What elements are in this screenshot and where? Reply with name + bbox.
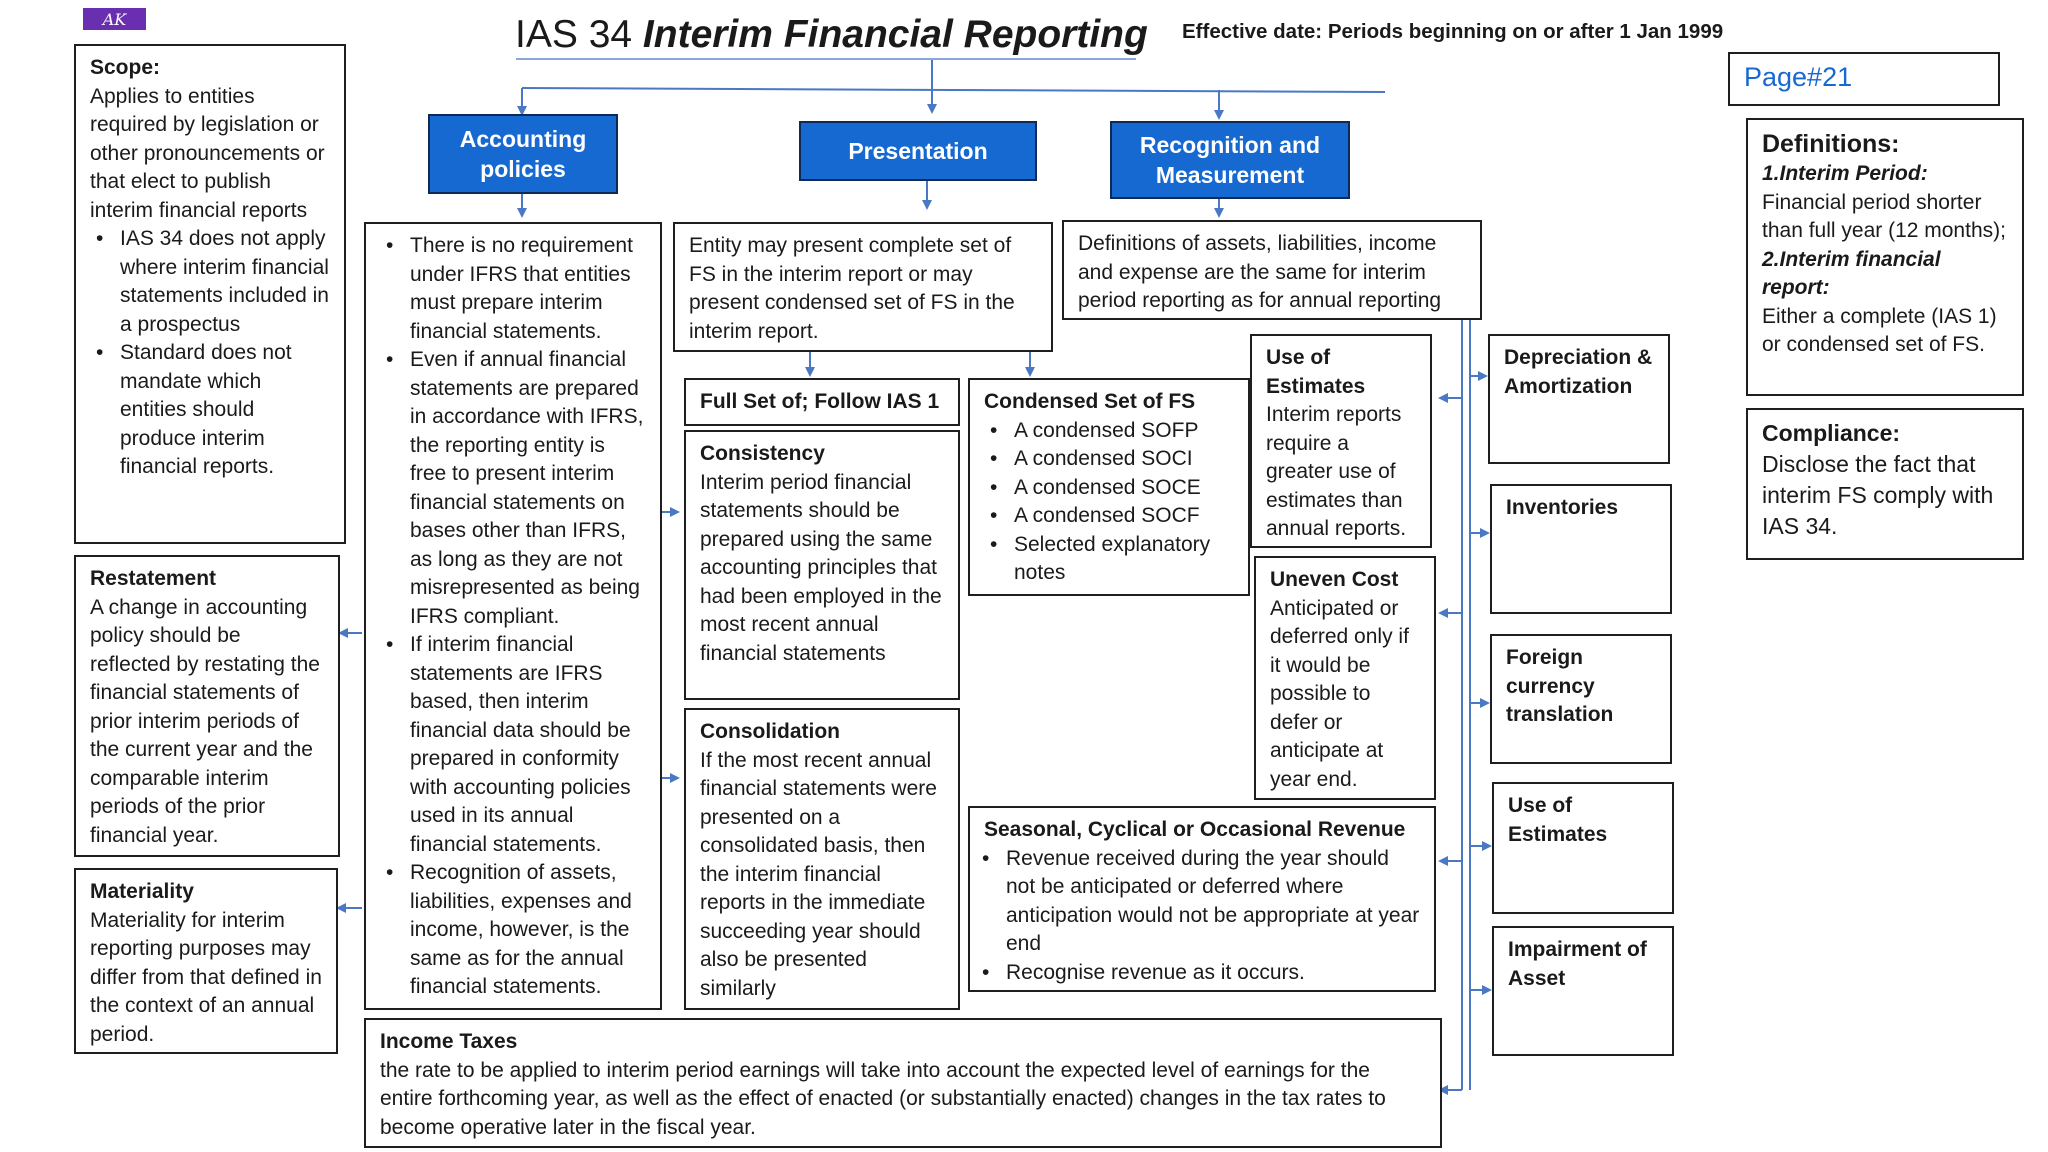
side-topic-label: Inventories xyxy=(1506,496,1619,519)
definition-term: 2.Interim financial report: xyxy=(1762,247,1941,300)
accounting-policy-bullet: Even if annual financial statements are … xyxy=(386,346,646,631)
consistency-heading: Consistency xyxy=(700,442,825,465)
consolidation-box: Consolidation If the most recent annual … xyxy=(684,708,960,1010)
use-of-estimates-box: Use of Estimates Interim reports require… xyxy=(1250,334,1432,548)
scope-text: Applies to entities required by legislat… xyxy=(90,84,325,222)
page-title: IAS 34 Interim Financial Reporting xyxy=(515,10,1148,60)
presentation-header: Presentation xyxy=(799,121,1037,181)
condensed-item: A condensed SOFP xyxy=(990,417,1234,446)
seasonal-bullet: Revenue received during the year should … xyxy=(982,845,1420,959)
income-taxes-box: Income Taxes the rate to be applied to i… xyxy=(364,1018,1442,1148)
side-topic-depreciation: Depreciation & Amortization xyxy=(1488,334,1670,464)
side-topic-label: Depreciation & Amortization xyxy=(1504,346,1653,398)
consolidation-heading: Consolidation xyxy=(700,720,840,743)
use-of-estimates-text: Interim reports require a greater use of… xyxy=(1266,403,1407,540)
side-topic-label: Foreign currency translation xyxy=(1506,646,1614,726)
scope-bullets: IAS 34 does not apply where interim fina… xyxy=(90,225,330,482)
recognition-box: Definitions of assets, liabilities, inco… xyxy=(1062,220,1482,320)
restatement-heading: Restatement xyxy=(90,567,217,590)
side-topic-use-of-estimates: Use of Estimates xyxy=(1492,782,1674,914)
effective-date: Effective date: Periods beginning on or … xyxy=(1182,20,1724,43)
accounting-policy-bullet: If interim financial statements are IFRS… xyxy=(386,631,646,859)
accounting-policy-bullet: Recognition of assets, liabilities, expe… xyxy=(386,859,646,1002)
definition-term: 1.Interim Period: xyxy=(1762,162,1928,185)
title-italic: Interim Financial Reporting xyxy=(642,13,1148,56)
condensed-item: Selected explanatory notes xyxy=(990,531,1234,588)
consistency-text: Interim period financial statements shou… xyxy=(700,470,942,665)
title-prefix: IAS 34 xyxy=(515,13,643,56)
income-taxes-heading: Income Taxes xyxy=(380,1030,518,1053)
definitions-box: Definitions: 1.Interim Period: Financial… xyxy=(1746,118,2024,396)
page-number-box: Page#21 xyxy=(1728,52,2000,106)
seasonal-bullets: Revenue received during the year should … xyxy=(982,845,1420,988)
definition-text: Either a complete (IAS 1) or condensed s… xyxy=(1762,304,1997,357)
accounting-policy-bullet: There is no requirement under IFRS that … xyxy=(386,232,646,346)
compliance-heading: Compliance: xyxy=(1762,420,1901,446)
title-underline xyxy=(516,58,1136,60)
accounting-policies-header: Accounting policies xyxy=(428,114,618,194)
scope-bullet: Standard does not mandate which entities… xyxy=(96,339,330,482)
condensed-item: A condensed SOCE xyxy=(990,474,1234,503)
accounting-policies-box: There is no requirement under IFRS that … xyxy=(364,222,662,1010)
full-set-text: Full Set of; Follow IAS 1 xyxy=(700,390,940,413)
income-taxes-text: the rate to be applied to interim period… xyxy=(380,1058,1386,1139)
uneven-cost-text: Anticipated or deferred only if it would… xyxy=(1270,596,1409,791)
side-topic-foreign-currency: Foreign currency translation xyxy=(1490,634,1672,764)
seasonal-box: Seasonal, Cyclical or Occasional Revenue… xyxy=(968,806,1436,992)
restatement-text: A change in accounting policy should be … xyxy=(90,595,320,847)
restatement-box: Restatement A change in accounting polic… xyxy=(74,555,340,857)
condensed-item: A condensed SOCI xyxy=(990,445,1234,474)
presentation-text: Entity may present complete set of FS in… xyxy=(689,234,1015,343)
definitions-heading: Definitions: xyxy=(1762,130,1900,158)
consistency-box: Consistency Interim period financial sta… xyxy=(684,430,960,700)
side-topic-label: Impairment of Asset xyxy=(1508,938,1647,990)
materiality-box: Materiality Materiality for interim repo… xyxy=(74,868,338,1054)
seasonal-bullet: Recognise revenue as it occurs. xyxy=(982,959,1420,988)
condensed-item: A condensed SOCF xyxy=(990,502,1234,531)
consolidation-text: If the most recent annual financial stat… xyxy=(700,748,937,1000)
scope-box: Scope: Applies to entities required by l… xyxy=(74,44,346,544)
scope-bullet: IAS 34 does not apply where interim fina… xyxy=(96,225,330,339)
definition-text: Financial period shorter than full year … xyxy=(1762,190,2006,243)
recognition-header: Recognition and Measurement xyxy=(1110,121,1350,199)
seasonal-heading: Seasonal, Cyclical or Occasional Revenue xyxy=(984,818,1406,841)
accounting-policies-bullets: There is no requirement under IFRS that … xyxy=(380,232,646,1002)
side-topic-impairment: Impairment of Asset xyxy=(1492,926,1674,1056)
condensed-list: A condensed SOFP A condensed SOCI A cond… xyxy=(984,417,1234,588)
full-set-box: Full Set of; Follow IAS 1 xyxy=(684,378,960,426)
materiality-heading: Materiality xyxy=(90,880,194,903)
recognition-text: Definitions of assets, liabilities, inco… xyxy=(1078,232,1442,312)
scope-heading: Scope: xyxy=(90,56,161,79)
author-logo: AK xyxy=(83,8,146,30)
uneven-cost-heading: Uneven Cost xyxy=(1270,568,1399,591)
uneven-cost-box: Uneven Cost Anticipated or deferred only… xyxy=(1254,556,1436,800)
presentation-box: Entity may present complete set of FS in… xyxy=(673,222,1053,352)
compliance-box: Compliance: Disclose the fact that inter… xyxy=(1746,408,2024,560)
side-topic-inventories: Inventories xyxy=(1490,484,1672,614)
materiality-text: Materiality for interim reporting purpos… xyxy=(90,908,322,1046)
use-of-estimates-heading: Use of Estimates xyxy=(1266,346,1366,398)
condensed-box: Condensed Set of FS A condensed SOFP A c… xyxy=(968,378,1250,596)
condensed-heading: Condensed Set of FS xyxy=(984,390,1196,413)
compliance-text: Disclose the fact that interim FS comply… xyxy=(1762,451,1994,539)
side-topic-label: Use of Estimates xyxy=(1508,794,1608,846)
